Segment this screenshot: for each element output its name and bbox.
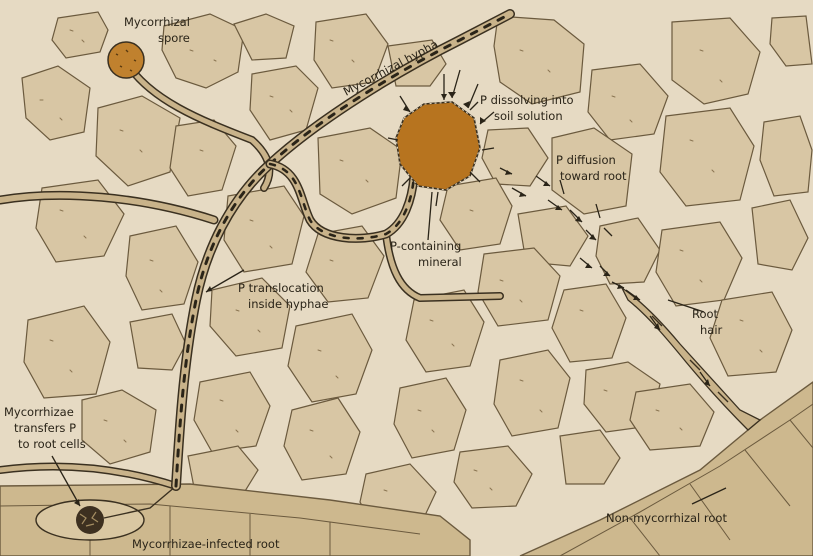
label-translocation-1: P translocation xyxy=(238,281,324,295)
label-spore-1: Mycorrhizal xyxy=(124,15,190,29)
label-roothair-2: hair xyxy=(700,323,723,337)
label-dissolve-1: P dissolving into xyxy=(480,93,574,107)
label-translocation-2: inside hyphae xyxy=(248,297,329,311)
label-diffusion-1: P diffusion xyxy=(556,153,616,167)
label-infected-root: Mycorrhizae-infected root xyxy=(132,537,280,551)
label-diffusion-2: toward root xyxy=(560,169,627,183)
mycorrhizal-spore xyxy=(108,42,144,78)
label-transfer-1: Mycorrhizae xyxy=(4,405,74,419)
label-nonmyco-root: Non-mycorrhizal root xyxy=(606,511,727,525)
label-roothair-1: Root xyxy=(692,307,719,321)
label-mineral-2: mineral xyxy=(418,255,462,269)
label-transfer-2: transfers P xyxy=(14,421,76,435)
label-mineral-1: P-containing xyxy=(390,239,461,253)
label-spore-2: spore xyxy=(158,31,190,45)
arbuscule xyxy=(76,506,104,534)
label-dissolve-2: soil solution xyxy=(494,109,563,123)
label-transfer-3: to root cells xyxy=(18,437,86,451)
